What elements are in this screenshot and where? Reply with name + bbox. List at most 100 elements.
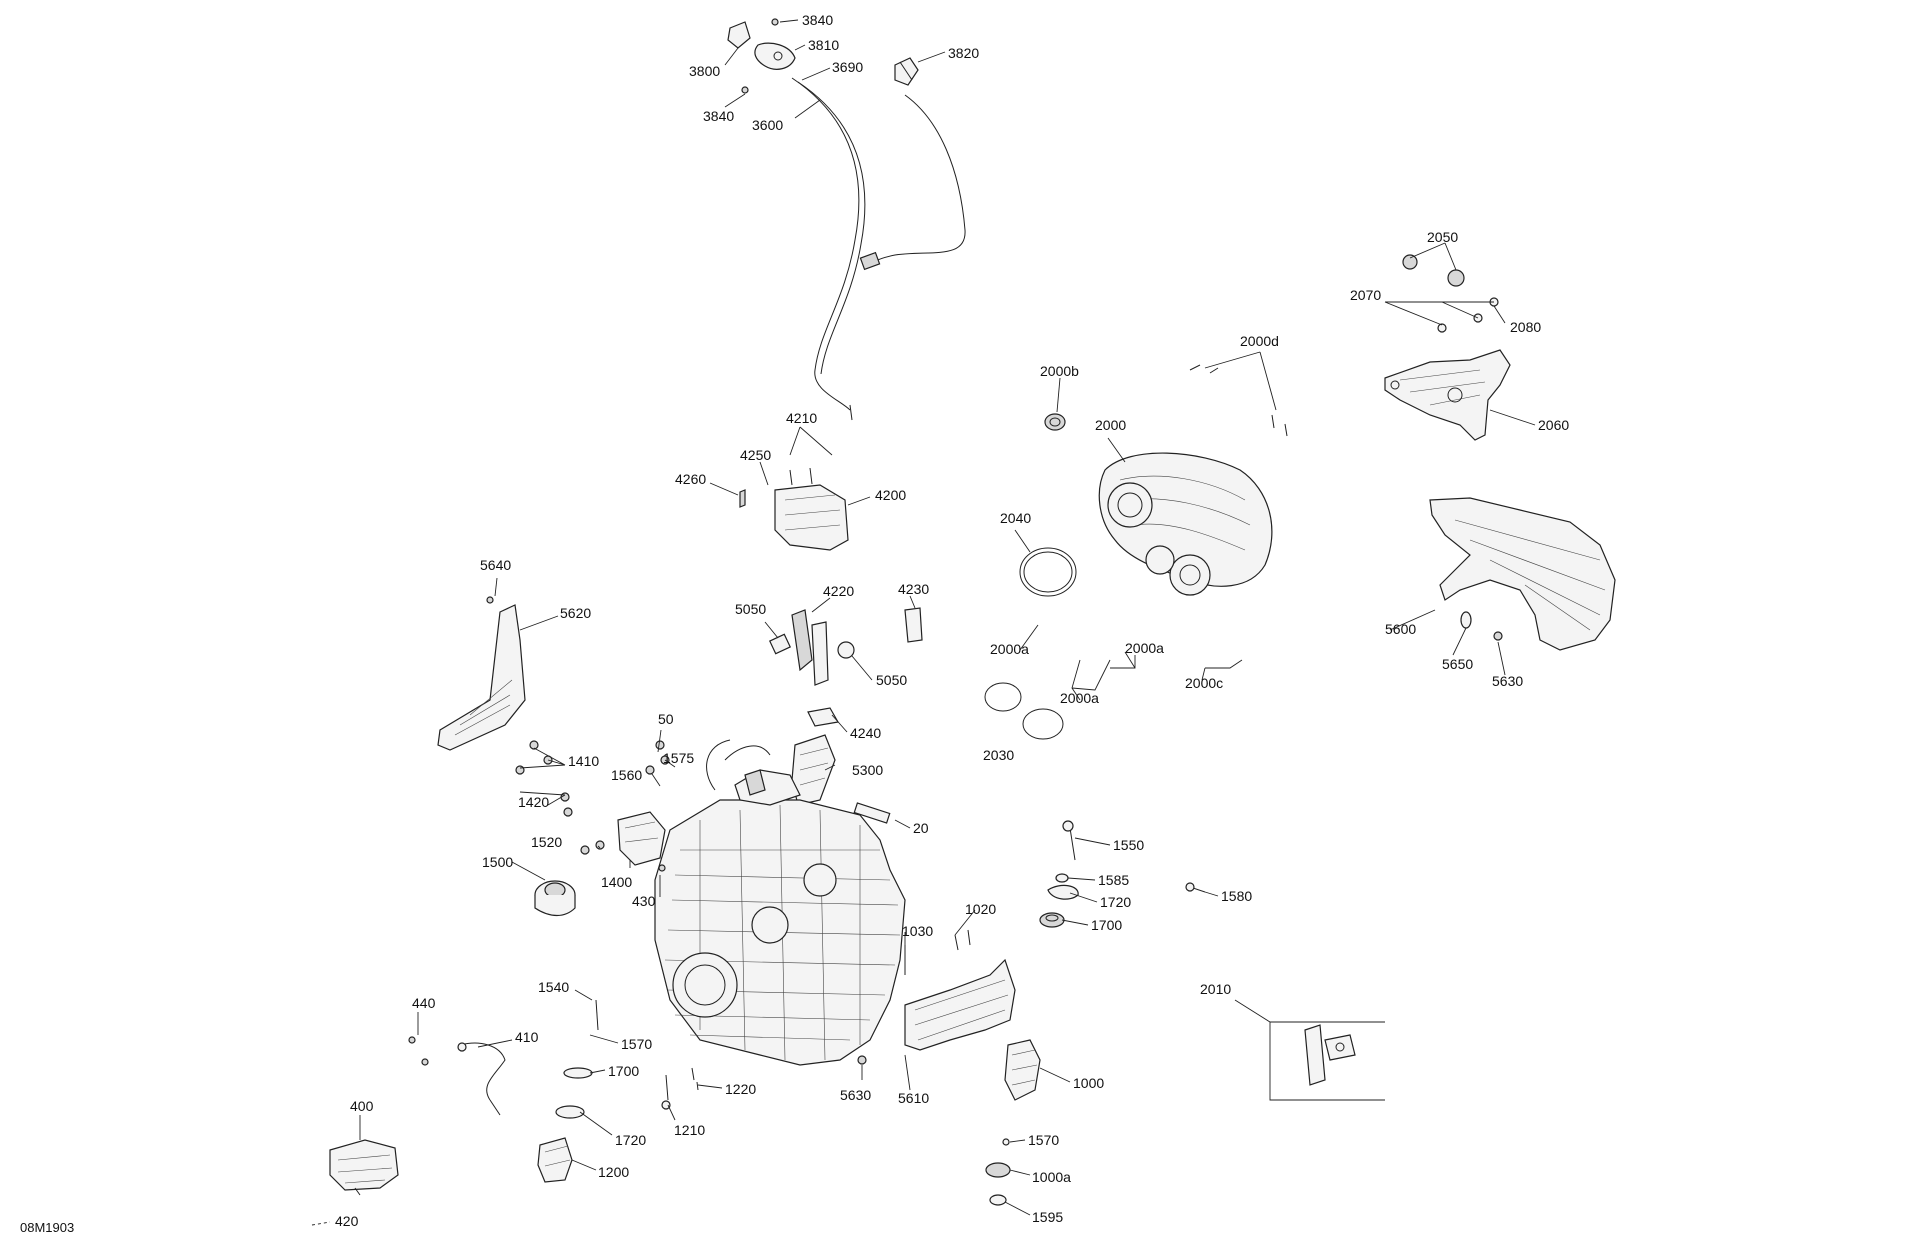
callout-4210: 4210 — [786, 410, 817, 426]
callout-2000: 2000 — [1095, 417, 1126, 433]
callout-5600: 5600 — [1385, 621, 1416, 637]
callout-2010: 2010 — [1200, 981, 1231, 997]
callout-1220: 1220 — [725, 1081, 756, 1097]
callout-440: 440 — [412, 995, 436, 1011]
bolts-2000d — [1189, 364, 1288, 437]
callout-1720b: 1720 — [615, 1132, 646, 1148]
mount-1400 — [617, 811, 666, 866]
callout-1560: 1560 — [611, 767, 642, 783]
callout-3800: 3800 — [689, 63, 720, 79]
callout-3810: 3810 — [808, 37, 839, 53]
callout-5630a: 5630 — [1492, 673, 1523, 689]
callout-2030: 2030 — [983, 747, 1014, 763]
callout-1520: 1520 — [531, 834, 562, 850]
callout-2000a2: 2000a — [1125, 640, 1164, 656]
callout-1000a: 1000a — [1032, 1169, 1071, 1185]
nut-5630 — [857, 1055, 867, 1065]
callout-2050: 2050 — [1427, 229, 1458, 245]
fasteners-left — [515, 740, 670, 872]
module-4200 — [739, 467, 849, 551]
inset-frame-2010 — [1269, 1021, 1385, 1101]
callout-2000b: 2000b — [1040, 363, 1079, 379]
seal-2000b — [1044, 413, 1066, 431]
fasteners-2050 — [1402, 254, 1499, 333]
cover-5610 — [904, 929, 1016, 1051]
inset-part-2010 — [1304, 1024, 1356, 1086]
callout-3840b: 3840 — [703, 108, 734, 124]
callout-1200: 1200 — [598, 1164, 629, 1180]
callout-4240: 4240 — [850, 725, 881, 741]
callout-2080: 2080 — [1510, 319, 1541, 335]
callout-410: 410 — [515, 1029, 539, 1045]
callout-2060: 2060 — [1538, 417, 1569, 433]
callout-2000c: 2000c — [1185, 675, 1223, 691]
callout-400: 400 — [350, 1098, 374, 1114]
callout-3690: 3690 — [832, 59, 863, 75]
callout-50: 50 — [658, 711, 674, 727]
mount-stack-right — [1039, 820, 1079, 928]
callout-1540: 1540 — [538, 979, 569, 995]
bracket-5620 — [437, 596, 526, 751]
callout-4250: 4250 — [740, 447, 771, 463]
callout-420: 420 — [335, 1213, 359, 1229]
fasteners-5650 — [1460, 611, 1503, 641]
callout-1000: 1000 — [1073, 1075, 1104, 1091]
diagram-code: 08M1903 — [20, 1220, 74, 1235]
callout-2000d: 2000d — [1240, 333, 1279, 349]
callout-20: 20 — [913, 820, 929, 836]
callout-4220: 4220 — [823, 583, 854, 599]
callout-5050a: 5050 — [735, 601, 766, 617]
callout-1575: 1575 — [663, 750, 694, 766]
pin-20 — [853, 802, 891, 824]
mount-1500 — [534, 880, 576, 917]
throttle-lever — [727, 18, 796, 94]
bolts-1210 — [661, 1067, 699, 1110]
callout-1500: 1500 — [482, 854, 513, 870]
callout-3820: 3820 — [948, 45, 979, 61]
bolt-1580 — [1185, 882, 1206, 893]
callout-2000a1: 2000a — [990, 641, 1029, 657]
callout-1700a: 1700 — [1091, 917, 1122, 933]
callout-4260: 4260 — [675, 471, 706, 487]
parts-artwork — [311, 18, 1616, 1226]
callout-3840a: 3840 — [802, 12, 833, 28]
callout-4200: 4200 — [875, 487, 906, 503]
callout-5640: 5640 — [480, 557, 511, 573]
callout-5650: 5650 — [1442, 656, 1473, 672]
heat-shield-5600 — [1429, 497, 1616, 651]
callout-1580: 1580 — [1221, 888, 1252, 904]
callout-1700b: 1700 — [608, 1063, 639, 1079]
callout-1550: 1550 — [1113, 837, 1144, 853]
clamp-2040 — [1019, 547, 1077, 597]
callout-3600: 3600 — [752, 117, 783, 133]
callout-1030: 1030 — [902, 923, 933, 939]
callout-1210: 1210 — [674, 1122, 705, 1138]
callout-1420: 1420 — [518, 794, 549, 810]
callout-labels: 3840 3810 3800 3690 3820 3840 3600 2050 … — [335, 12, 1569, 1229]
callout-2070: 2070 — [1350, 287, 1381, 303]
leader-lines — [311, 19, 1536, 1226]
callout-4230: 4230 — [898, 581, 929, 597]
sensor-410 — [408, 999, 599, 1116]
engine-block — [654, 739, 906, 1066]
callout-2040: 2040 — [1000, 510, 1031, 526]
callout-1720a: 1720 — [1100, 894, 1131, 910]
gearbox-housing-2000 — [1098, 452, 1273, 596]
sensors-4220 — [768, 607, 923, 727]
callout-5610: 5610 — [898, 1090, 929, 1106]
callout-1570b: 1570 — [1028, 1132, 1059, 1148]
clamp-2030 — [984, 682, 1064, 740]
callout-5300: 5300 — [852, 762, 883, 778]
callout-1585: 1585 — [1098, 872, 1129, 888]
callout-1020: 1020 — [965, 901, 996, 917]
cable-bracket-3820 — [894, 57, 919, 86]
mount-1200 — [537, 1067, 593, 1183]
callout-2000a3: 2000a — [1060, 690, 1099, 706]
module-400 — [329, 1139, 399, 1196]
callout-1400: 1400 — [601, 874, 632, 890]
callout-5050b: 5050 — [876, 672, 907, 688]
cable-assembly — [791, 77, 966, 421]
callout-1595: 1595 — [1032, 1209, 1063, 1225]
callout-5620: 5620 — [560, 605, 591, 621]
mount-bracket-2060 — [1384, 349, 1511, 441]
